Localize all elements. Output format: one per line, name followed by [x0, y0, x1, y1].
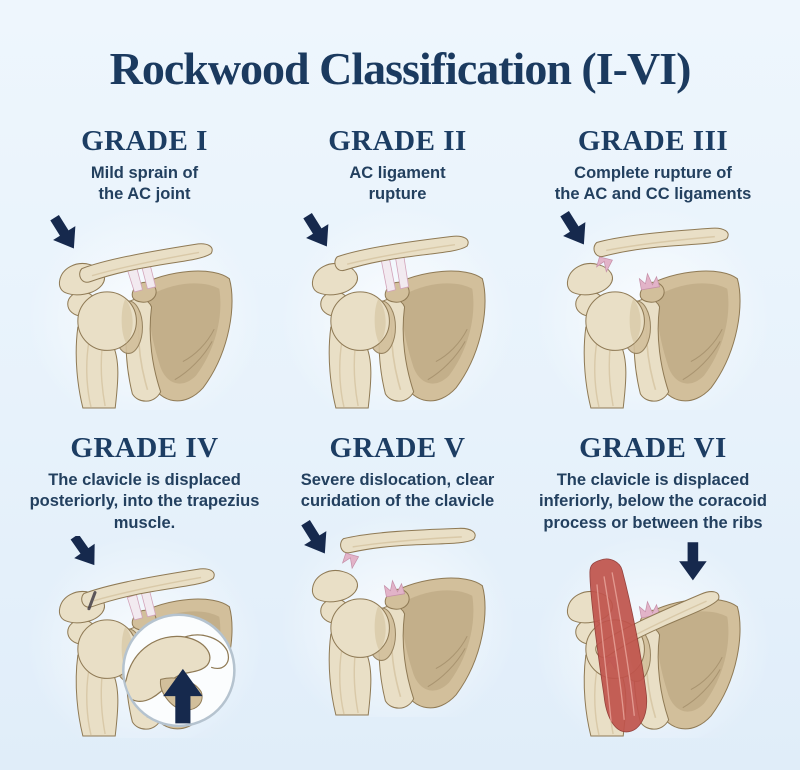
humerus-bone — [575, 291, 645, 409]
up-arrow-icon — [162, 669, 203, 724]
torn-ligament-tufts — [341, 552, 359, 569]
torn-ligament-tufts — [595, 256, 613, 273]
grade-panel-1: GRADE I Mild sprain of the AC joint — [18, 117, 271, 410]
shoulder-illustration-grade-2 — [281, 207, 514, 410]
grade-panel-4: GRADE IV The clavicle is displaced poste… — [18, 424, 271, 739]
pointer-arrow-icon — [302, 212, 328, 247]
shoulder-svg — [49, 214, 233, 409]
pointer-arrow-icon — [300, 519, 326, 554]
grade-description: AC ligament rupture — [349, 164, 446, 204]
humerus-bone — [66, 291, 137, 409]
humerus-bone — [66, 619, 137, 737]
pointer-arrow-icon — [560, 210, 586, 245]
grade-heading: GRADE II — [328, 125, 467, 157]
acromion-bone — [566, 262, 613, 296]
muscle-band — [589, 558, 648, 733]
humerus-bone — [319, 291, 390, 409]
magnifier-inset — [121, 613, 236, 728]
acromion-bone — [311, 569, 358, 602]
humerus-bone — [319, 598, 390, 716]
grade-heading: GRADE V — [329, 431, 466, 464]
clavicle-bone — [593, 227, 729, 273]
shoulder-svg — [300, 519, 486, 716]
acromion-bone — [311, 262, 358, 296]
grade-panel-5: GRADE V Severe dislocation, clear curida… — [271, 424, 524, 738]
shoulder-svg — [302, 212, 486, 409]
grade-panel-3: GRADE III Complete rupture of the AC and… — [524, 117, 782, 410]
shoulder-svg — [58, 536, 236, 737]
grade-description: Complete rupture of the AC and CC ligame… — [554, 164, 752, 204]
grade-description: Mild sprain of the AC joint — [90, 164, 199, 204]
grade-description: Severe dislocation, clear curidation of … — [300, 470, 495, 511]
shoulder-illustration-grade-4 — [28, 536, 261, 739]
grade-panel-6: GRADE VI The clavicle is displaced infer… — [524, 424, 782, 739]
clavicle-bone — [80, 568, 215, 608]
shoulder-illustration-grade-1 — [28, 207, 261, 410]
grade-description: The clavicle is displaced inferiorly, be… — [539, 470, 767, 532]
shoulder-illustration-grade-5 — [281, 514, 514, 717]
shoulder-svg — [560, 210, 741, 409]
grades-grid: GRADE I Mild sprain of the AC joint GRAD… — [0, 117, 800, 739]
grade-heading: GRADE I — [81, 125, 208, 157]
grade-heading: GRADE VI — [579, 431, 727, 464]
shoulder-svg — [566, 542, 741, 737]
clavicle-bone — [339, 527, 476, 569]
grade-panel-2: GRADE II AC ligament rupture — [271, 117, 524, 410]
grade-heading: GRADE IV — [70, 431, 219, 464]
shoulder-illustration-grade-6 — [537, 536, 769, 739]
grade-heading: GRADE III — [577, 125, 729, 157]
pointer-arrow-icon — [70, 536, 95, 566]
cc-ligaments-torn — [383, 579, 405, 597]
grade-description: The clavicle is displaced posteriorly, i… — [29, 470, 260, 532]
clavicle-bone — [78, 243, 213, 283]
cc-ligaments-torn — [638, 272, 661, 291]
shoulder-illustration-grade-3 — [537, 207, 769, 410]
pointer-arrow-icon — [679, 542, 707, 581]
clavicle-bone — [333, 235, 469, 271]
page-title: Rockwood Classification (I-VI) — [109, 43, 692, 94]
pointer-arrow-icon — [49, 214, 75, 249]
ac-joint-notch — [86, 591, 97, 611]
